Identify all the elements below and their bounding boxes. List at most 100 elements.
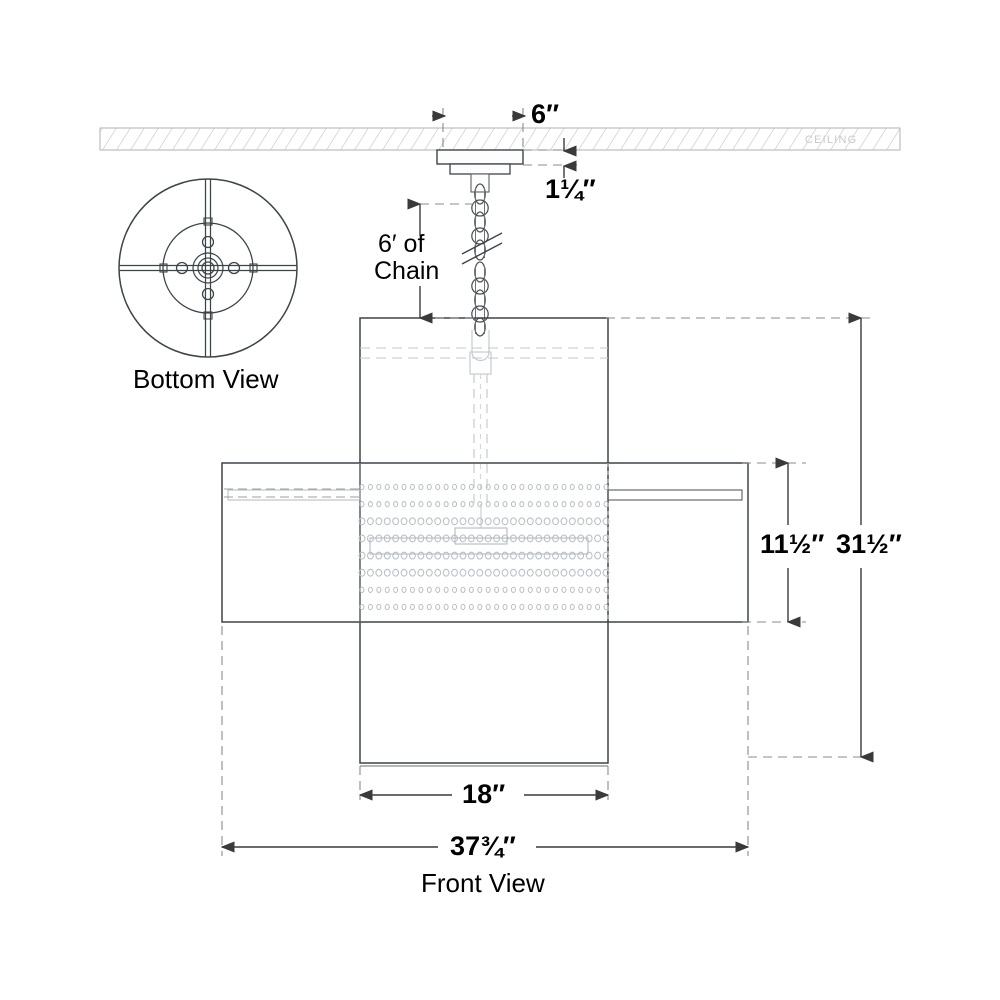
crystal-bead (568, 551, 576, 560)
crystal-bead (502, 483, 508, 491)
crystal-bead (502, 586, 508, 593)
crystal-bead (536, 501, 542, 508)
side-rod-leaders (224, 488, 743, 501)
crystal-bead (603, 483, 609, 491)
crystal-bead (400, 551, 408, 560)
crystal-bead (602, 568, 610, 577)
crystal-bead (417, 551, 425, 560)
crystal-bead (586, 483, 592, 491)
crystal-bead (526, 551, 534, 560)
crystal-bead (544, 603, 550, 611)
dim-label-chain-line2: Chain (374, 257, 440, 285)
bottom-tick-right (249, 263, 258, 273)
dim-label-inner-width: 18″ (462, 779, 506, 809)
crystal-bead (594, 568, 602, 577)
crystal-bead (603, 586, 609, 593)
crystal-bead (359, 501, 365, 508)
crystal-bead (451, 551, 458, 560)
crystal-bead (400, 568, 408, 577)
crystal-bead (409, 586, 416, 593)
crystal-bead (435, 586, 441, 593)
crystal-bead (409, 501, 416, 508)
crystal-bead (518, 551, 526, 560)
crystal-bead (536, 483, 542, 491)
extension-lines (221, 108, 872, 856)
crystal-bead (561, 483, 567, 491)
crystal-bead (502, 603, 508, 611)
crystal-bead (585, 551, 593, 560)
crystal-bead (367, 586, 373, 593)
crystal-bead (552, 551, 559, 560)
crystal-bead (594, 551, 602, 560)
dimension-arrows (220, 110, 874, 853)
crystal-bead (577, 517, 585, 526)
crystal-bead (544, 483, 550, 491)
crystal-bead (459, 568, 467, 577)
ceiling-assembly (99, 127, 901, 151)
crystal-bead (493, 517, 501, 526)
crystal-bead (376, 501, 382, 508)
hanger-assembly (469, 330, 492, 506)
crystal-bead (425, 517, 433, 526)
crystal-bead (358, 568, 366, 577)
crystal-bead (527, 501, 533, 508)
crystal-bead (543, 551, 551, 560)
crystal-bead (435, 603, 441, 611)
crystal-bead (594, 517, 602, 526)
crystal-bead (383, 551, 391, 560)
dim-label-outer-height: 11½″ (760, 529, 825, 559)
crystal-bead (435, 501, 441, 508)
bottom-ring-mid (197, 257, 219, 279)
crystal-bead (561, 586, 567, 593)
crystal-bead (560, 551, 568, 560)
crystal-bead (367, 603, 373, 611)
crystal-bead (577, 551, 585, 560)
crystal-bead (477, 483, 483, 491)
bottom-tick-top (203, 217, 213, 226)
crystal-bead (569, 501, 575, 508)
bottom-tick-left (159, 263, 168, 273)
crystal-bead (502, 501, 508, 508)
crystal-bead (467, 517, 475, 526)
crystal-bead (460, 586, 466, 593)
crystal-bead (585, 568, 593, 577)
crystal-bead (451, 517, 458, 526)
crystal-bead (383, 568, 391, 577)
crystal-bead (535, 568, 543, 577)
crystal-bead (602, 517, 610, 526)
crystal-bead (460, 483, 466, 491)
inner-shade-outline (359, 317, 609, 764)
crystal-bead (510, 568, 517, 577)
bottom-tick-bottom (203, 311, 213, 320)
crystal-bead (392, 517, 400, 526)
canopy-plate (436, 149, 524, 165)
crystal-bead (359, 586, 365, 593)
crystal-bead (435, 483, 441, 491)
crystal-bead (485, 483, 491, 491)
crystal-bead (527, 603, 533, 611)
crystal-bead (476, 517, 484, 526)
crystal-bead (443, 586, 449, 593)
crystal-bead (400, 517, 408, 526)
crystal-bead (527, 586, 533, 593)
crystal-bead (460, 603, 466, 611)
crystal-bead (442, 568, 450, 577)
crystal-bead (434, 517, 442, 526)
crystal-bead (544, 501, 550, 508)
crystal-bead (393, 603, 399, 611)
crystal-bead (585, 517, 593, 526)
crystal-bead (603, 501, 609, 508)
crystal-bead (560, 517, 568, 526)
crystal-bead (561, 501, 567, 508)
crystal-bead (536, 586, 542, 593)
crystal-bead (401, 483, 407, 491)
crystal-bead (376, 483, 382, 491)
crystal-bead (494, 603, 500, 611)
crystal-bead (569, 483, 575, 491)
chain-links-upper (471, 183, 489, 261)
chain-break-mark (461, 232, 503, 265)
crystal-bead (526, 568, 534, 577)
crystal-bead (409, 551, 416, 560)
crystal-bead (518, 568, 526, 577)
